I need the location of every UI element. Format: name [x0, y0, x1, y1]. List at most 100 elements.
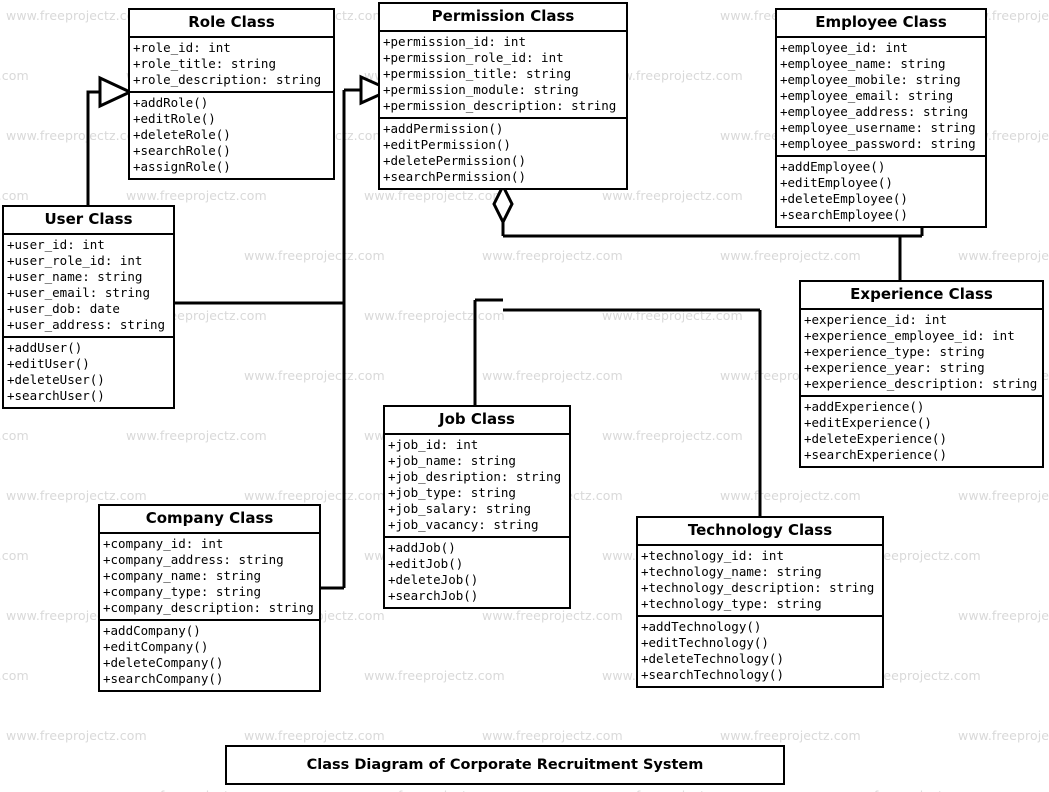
class-title-technology: Technology Class	[638, 518, 882, 547]
class-methods-company: +addCompany() +editCompany() +deleteComp…	[100, 621, 319, 690]
watermark-text: www.freeprojectz.com	[126, 788, 267, 792]
watermark-text: www.freeprojectz.com	[0, 428, 29, 443]
method-row: +editUser()	[7, 356, 90, 372]
attribute-row: +company_name: string	[103, 568, 262, 584]
attribute-row: +permission_module: string	[383, 82, 579, 98]
method-row: +searchPermission()	[383, 169, 526, 185]
class-methods-experience: +addExperience() +editExperience() +dele…	[801, 397, 1042, 466]
method-row: +editPermission()	[383, 137, 511, 153]
attribute-row: +permission_id: int	[383, 34, 526, 50]
class-attributes-experience: +experience_id: int +experience_employee…	[801, 310, 1042, 398]
watermark-text: www.freeprojectz.com	[244, 488, 385, 503]
class-box-role[interactable]: Role Class +role_id: int +role_title: st…	[128, 8, 335, 181]
watermark-text: www.freeprojectz.com	[482, 368, 623, 383]
class-attributes-employee: +employee_id: int +employee_name: string…	[777, 38, 985, 158]
watermark-text: www.freeprojectz.com	[720, 248, 861, 263]
method-row: +deleteUser()	[7, 372, 105, 388]
watermark-text: www.freeprojectz.com	[126, 188, 267, 203]
class-methods-role: +addRole() +editRole() +deleteRole() +se…	[130, 93, 333, 178]
watermark-text: www.freeprojectz.com	[958, 488, 1049, 503]
method-row: +deleteJob()	[388, 572, 479, 588]
attribute-row: +user_dob: date	[7, 301, 120, 317]
class-attributes-permission: +permission_id: int +permission_role_id:…	[380, 32, 626, 120]
method-row: +searchEmployee()	[780, 207, 908, 223]
method-row: +searchTechnology()	[641, 667, 784, 683]
attribute-row: +user_email: string	[7, 285, 150, 301]
watermark-text: www.freeprojectz.com	[602, 188, 743, 203]
attribute-row: +job_name: string	[388, 453, 516, 469]
watermark-text: www.freeprojectz.com	[482, 248, 623, 263]
watermark-text: www.freeprojectz.com	[602, 308, 743, 323]
attribute-row: +technology_id: int	[641, 548, 784, 564]
method-row: +addUser()	[7, 340, 83, 356]
attribute-row: +employee_email: string	[780, 88, 954, 104]
method-row: +addRole()	[133, 95, 209, 111]
attribute-row: +company_id: int	[103, 536, 224, 552]
watermark-text: www.freeprojectz.com	[482, 728, 623, 743]
attribute-row: +employee_username: string	[780, 120, 976, 136]
watermark-text: www.freeprojectz.com	[6, 8, 147, 23]
aggregation-diamond-permission	[492, 182, 514, 226]
attribute-row: +job_desription: string	[388, 469, 562, 485]
diagram-title-label: Class Diagram of Corporate Recruitment S…	[306, 757, 704, 773]
generalization-arrowhead-role	[98, 75, 134, 109]
method-row: +addExperience()	[804, 399, 925, 415]
attribute-row: +permission_description: string	[383, 98, 617, 114]
watermark-text: www.freeprojectz.com	[126, 428, 267, 443]
attribute-row: +user_address: string	[7, 317, 166, 333]
attribute-row: +job_id: int	[388, 437, 479, 453]
class-methods-job: +addJob() +editJob() +deleteJob() +searc…	[385, 538, 569, 607]
class-attributes-job: +job_id: int +job_name: string +job_desr…	[385, 435, 569, 539]
method-row: +searchRole()	[133, 143, 231, 159]
edge-user-role	[86, 90, 100, 207]
class-box-job[interactable]: Job Class +job_id: int +job_name: string…	[383, 405, 571, 610]
watermark-text: www.freeprojectz.com	[364, 668, 505, 683]
watermark-text: www.freeprojectz.com	[602, 428, 743, 443]
class-box-permission[interactable]: Permission Class +permission_id: int +pe…	[378, 2, 628, 191]
class-attributes-user: +user_id: int +user_role_id: int +user_n…	[4, 235, 173, 339]
attribute-row: +role_description: string	[133, 72, 322, 88]
attribute-row: +company_address: string	[103, 552, 284, 568]
class-attributes-role: +role_id: int +role_title: string +role_…	[130, 38, 333, 94]
class-box-employee[interactable]: Employee Class +employee_id: int +employ…	[775, 8, 987, 229]
watermark-text: www.freeprojectz.com	[958, 608, 1049, 623]
attribute-row: +employee_name: string	[780, 56, 946, 72]
method-row: +deleteCompany()	[103, 655, 224, 671]
attribute-row: +experience_description: string	[804, 376, 1038, 392]
attribute-row: +technology_name: string	[641, 564, 822, 580]
watermark-text: www.freeprojectz.com	[958, 728, 1049, 743]
watermark-text: www.freeprojectz.com	[0, 668, 29, 683]
watermark-text: www.freeprojectz.com	[6, 128, 147, 143]
attribute-row: +technology_type: string	[641, 596, 822, 612]
attribute-row: +experience_employee_id: int	[804, 328, 1015, 344]
method-row: +deleteExperience()	[804, 431, 947, 447]
class-box-user[interactable]: User Class +user_id: int +user_role_id: …	[2, 205, 175, 410]
class-methods-technology: +addTechnology() +editTechnology() +dele…	[638, 617, 882, 686]
watermark-text: www.freeprojectz.com	[482, 608, 623, 623]
diagram-title-box: Class Diagram of Corporate Recruitment S…	[225, 745, 785, 785]
attribute-row: +employee_address: string	[780, 104, 969, 120]
class-title-employee: Employee Class	[777, 10, 985, 39]
watermark-text: www.freeprojectz.com	[602, 788, 743, 792]
method-row: +addPermission()	[383, 121, 504, 137]
watermark-text: www.freeprojectz.com	[0, 548, 29, 563]
method-row: +deleteTechnology()	[641, 651, 784, 667]
class-title-permission: Permission Class	[380, 4, 626, 33]
method-row: +addJob()	[388, 540, 456, 556]
method-row: +searchExperience()	[804, 447, 947, 463]
attribute-row: +employee_id: int	[780, 40, 908, 56]
class-title-job: Job Class	[385, 407, 569, 436]
class-title-role: Role Class	[130, 10, 333, 39]
method-row: +addTechnology()	[641, 619, 762, 635]
method-row: +searchJob()	[388, 588, 479, 604]
attribute-row: +experience_type: string	[804, 344, 985, 360]
class-methods-user: +addUser() +editUser() +deleteUser() +se…	[4, 338, 173, 407]
class-box-company[interactable]: Company Class +company_id: int +company_…	[98, 504, 321, 693]
watermark-text: www.freeprojectz.com	[244, 248, 385, 263]
class-box-experience[interactable]: Experience Class +experience_id: int +ex…	[799, 280, 1044, 469]
class-box-technology[interactable]: Technology Class +technology_id: int +te…	[636, 516, 884, 689]
class-title-company: Company Class	[100, 506, 319, 535]
method-row: +editEmployee()	[780, 175, 893, 191]
method-row: +editRole()	[133, 111, 216, 127]
